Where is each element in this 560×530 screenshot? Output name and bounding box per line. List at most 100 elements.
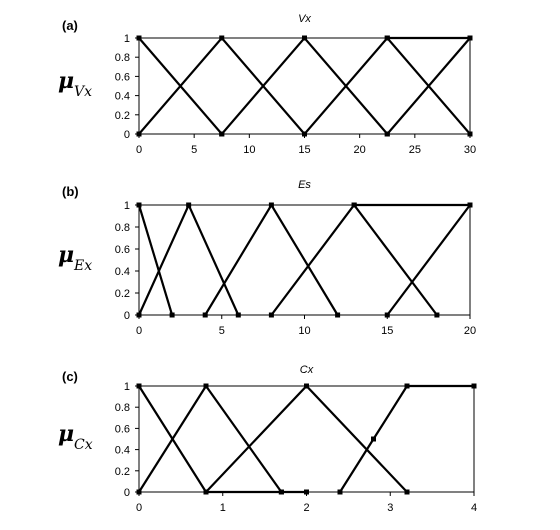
data-point-marker (136, 312, 142, 318)
data-point-marker (136, 35, 142, 41)
plot-frame (138, 37, 471, 135)
data-point-marker (351, 202, 357, 208)
y-axis-label-subscript: Ex (73, 258, 92, 274)
y-tick-label: 0.2 (115, 466, 130, 478)
panel-label: (b) (62, 184, 79, 199)
x-tick-label: 10 (298, 325, 310, 337)
panel-title: Es (298, 179, 311, 191)
membership-function-line (339, 384, 474, 493)
data-point-marker (337, 489, 343, 495)
data-point-marker (202, 312, 208, 318)
x-tick-label: 5 (219, 325, 225, 337)
data-point-marker (302, 131, 307, 137)
y-tick-label: 1 (124, 381, 130, 393)
y-tick-label: 0.6 (115, 71, 130, 83)
x-tick-label: 0 (136, 502, 142, 514)
panel-title: Cx (300, 364, 314, 376)
panel-label: (a) (62, 18, 78, 33)
membership-function-line (137, 202, 240, 316)
x-tick-label: 15 (298, 144, 310, 156)
membership-function-line (137, 204, 174, 316)
y-tick-label: 0.6 (115, 244, 130, 256)
data-point-marker (186, 202, 192, 208)
y-tick-label: 0.8 (115, 402, 130, 414)
x-tick-label: 25 (409, 144, 421, 156)
x-tick-label: 4 (471, 502, 477, 514)
y-tick-label: 0 (124, 487, 130, 499)
data-point-marker (219, 35, 225, 41)
x-tick-label: 0 (136, 144, 142, 156)
data-point-marker (136, 383, 142, 389)
y-tick-label: 0.4 (115, 266, 130, 278)
membership-function-line (205, 384, 408, 493)
y-axis-label: μ (58, 242, 74, 268)
panel-label: (c) (62, 369, 78, 384)
y-tick-label: 0.8 (115, 222, 130, 234)
data-point-marker (384, 131, 390, 137)
membership-function-line (386, 204, 471, 316)
panel-title: Vx (298, 13, 311, 25)
x-tick-label: 30 (464, 144, 476, 156)
data-point-marker (219, 131, 225, 137)
data-point-marker (384, 35, 390, 41)
membership-function-line (220, 36, 389, 135)
y-tick-label: 1 (124, 200, 130, 212)
data-point-marker (203, 383, 209, 389)
data-point-marker (335, 312, 341, 318)
y-tick-label: 0.4 (115, 445, 130, 457)
data-point-marker (203, 489, 209, 495)
y-tick-label: 0.2 (115, 110, 130, 122)
data-point-marker (471, 383, 477, 389)
membership-function-line (138, 385, 282, 494)
x-tick-label: 1 (220, 502, 226, 514)
data-point-marker (136, 202, 142, 208)
data-point-marker (235, 312, 241, 318)
data-point-marker (467, 131, 473, 137)
data-point-marker (268, 202, 274, 208)
data-point-marker (136, 131, 142, 137)
x-tick-label: 2 (303, 502, 309, 514)
y-axis-label: μ (58, 68, 74, 94)
data-point-marker (434, 312, 440, 318)
y-tick-label: 0.6 (115, 423, 130, 435)
data-point-marker (268, 312, 274, 318)
membership-function-line (138, 36, 306, 135)
data-point-marker (404, 489, 410, 495)
data-point-marker (302, 35, 307, 41)
x-tick-label: 10 (243, 144, 255, 156)
y-axis-label-subscript: Cx (74, 437, 93, 453)
membership-function-line (270, 203, 438, 316)
data-point-marker (304, 383, 309, 389)
y-tick-label: 0 (124, 129, 130, 141)
y-tick-label: 1 (124, 33, 130, 45)
data-point-marker (467, 35, 473, 41)
data-point-marker (304, 489, 309, 495)
y-axis-label-subscript: Vx (74, 84, 92, 100)
data-point-marker (384, 312, 390, 318)
x-tick-label: 0 (136, 325, 142, 337)
data-point-marker (467, 202, 473, 208)
data-point-marker (278, 489, 284, 495)
y-tick-label: 0.4 (115, 91, 130, 103)
y-tick-label: 0 (124, 310, 130, 322)
membership-function-line (386, 37, 471, 135)
x-tick-label: 20 (464, 325, 476, 337)
data-point-marker (371, 436, 376, 442)
data-point-marker (404, 383, 410, 389)
y-axis-label: μ (58, 421, 74, 447)
x-tick-label: 15 (381, 325, 393, 337)
plot-frame (138, 385, 475, 493)
membership-function-line (303, 36, 471, 135)
y-tick-label: 0.2 (115, 288, 130, 300)
x-tick-label: 5 (191, 144, 197, 156)
y-tick-label: 0.8 (115, 52, 130, 64)
data-point-marker (136, 489, 142, 495)
x-tick-label: 3 (387, 502, 393, 514)
membership-function-line (204, 202, 339, 316)
data-point-marker (169, 312, 175, 318)
x-tick-label: 20 (354, 144, 366, 156)
